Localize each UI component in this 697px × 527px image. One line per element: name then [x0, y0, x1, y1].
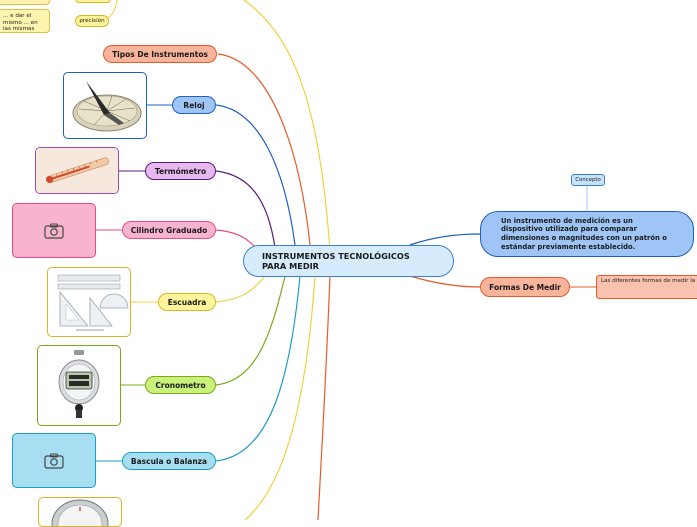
central-topic[interactable]: INSTRUMENTOS TECNOLÓGICOS PARA MEDIR: [243, 245, 454, 277]
branch-bascula-o-balanza[interactable]: Bascula o Balanza: [122, 452, 216, 470]
sundial-picture: [72, 81, 142, 132]
termometro-image: [35, 147, 119, 194]
escuadra-image: [47, 267, 131, 337]
reloj-image: [63, 72, 147, 139]
branch-cilindro-graduado[interactable]: Cilindro Graduado: [122, 221, 216, 239]
top-fragment-box-2: [75, 0, 111, 3]
branch-tipos-de-instrumentos[interactable]: Tipos De Instrumentos: [103, 45, 217, 63]
bottom-partial-image: [38, 497, 122, 527]
ruler-set-picture: [57, 274, 129, 331]
formas-de-medir-node[interactable]: Formas De Medir: [480, 277, 570, 297]
precision-node[interactable]: precisión: [75, 15, 109, 27]
formas-note: Las diferentes formas de medir la m... p…: [596, 275, 697, 299]
camera-icon: [44, 223, 64, 239]
branch-escuadra[interactable]: Escuadra: [158, 293, 216, 311]
gauge-picture: [51, 499, 109, 526]
top-fragment-box: [0, 0, 50, 5]
cronometro-image: [37, 345, 121, 426]
top-note-fragment: ... e dar el mismo ... en las mismas: [0, 9, 50, 33]
camera-icon: [44, 453, 64, 469]
bascula-image-placeholder: [12, 433, 96, 488]
concept-definition[interactable]: Un instrumento de medición es un disposi…: [480, 211, 694, 257]
branch-reloj[interactable]: Reloj: [172, 96, 216, 114]
branch-termometro[interactable]: Termómetro: [145, 162, 216, 180]
stopwatch-picture: [58, 350, 100, 418]
concept-tag[interactable]: Concepto: [571, 174, 605, 186]
cilindro-image-placeholder: [12, 203, 96, 258]
branch-cronometro[interactable]: Cronometro: [145, 376, 216, 394]
thermometer-picture: [36, 148, 118, 193]
